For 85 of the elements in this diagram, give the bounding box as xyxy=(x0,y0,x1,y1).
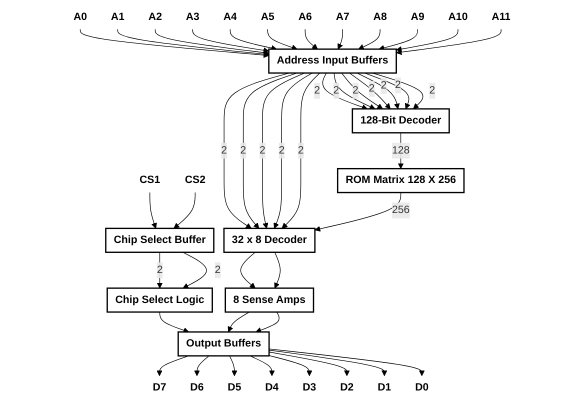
node-text: A6 xyxy=(298,11,312,23)
edge-label: 2 xyxy=(221,144,228,156)
arrow xyxy=(229,356,238,376)
edge-label: 2 xyxy=(298,144,304,156)
edge-label: 2 xyxy=(333,84,340,96)
arrow xyxy=(230,28,277,51)
node-box xyxy=(352,108,450,134)
arrow xyxy=(156,356,189,376)
node-text: A4 xyxy=(223,11,237,23)
arrow xyxy=(358,28,380,50)
node-text: A9 xyxy=(410,11,424,23)
arrow xyxy=(262,72,305,229)
arrow xyxy=(304,28,318,50)
node-text: CS1 xyxy=(140,174,160,186)
node-box xyxy=(224,287,314,313)
node-text: A5 xyxy=(260,11,274,23)
arrow xyxy=(182,252,207,288)
node-text: D2 xyxy=(340,382,354,394)
arrow xyxy=(268,355,312,376)
arrow xyxy=(338,28,343,50)
arrow xyxy=(274,72,313,229)
arrow xyxy=(268,352,350,376)
node-text: A1 xyxy=(110,11,125,23)
node-text: D7 xyxy=(152,382,166,394)
arrow xyxy=(334,72,376,110)
node-text: A7 xyxy=(336,11,350,23)
arrow xyxy=(194,356,210,376)
arrow xyxy=(228,312,250,332)
edge-label: 2 xyxy=(260,144,266,156)
arrow xyxy=(192,28,270,54)
node-text: A3 xyxy=(186,11,200,23)
arrow xyxy=(267,28,298,50)
edge-label: 2 xyxy=(156,264,163,276)
node-box xyxy=(336,168,465,194)
node-text: CS2 xyxy=(184,174,206,186)
arrow xyxy=(398,132,404,169)
arrow xyxy=(154,28,270,56)
edge-label: 2 xyxy=(395,79,401,91)
arrow xyxy=(349,72,391,110)
node-text: D0 xyxy=(415,382,429,394)
edge-label: 2 xyxy=(278,144,285,156)
arrow xyxy=(341,72,383,110)
arrow xyxy=(80,28,270,58)
node-box xyxy=(106,287,213,313)
arrow xyxy=(268,350,388,376)
arrow xyxy=(174,192,196,229)
edge-label: 2 xyxy=(429,84,436,96)
node-text: A8 xyxy=(373,11,387,23)
arrow xyxy=(240,252,256,288)
edge-label: 2 xyxy=(314,84,320,96)
node-box xyxy=(105,228,214,253)
arrow xyxy=(356,72,400,110)
arrow xyxy=(150,192,157,229)
arrow xyxy=(282,72,320,229)
arrow xyxy=(156,252,163,288)
edge-label: 2 xyxy=(380,80,387,92)
arrow xyxy=(256,312,280,333)
arrow xyxy=(396,28,458,52)
arrow xyxy=(159,312,190,334)
node-box xyxy=(268,48,397,74)
node-text: A2 xyxy=(148,11,162,23)
node-text: D3 xyxy=(302,382,316,394)
node-text: A10 xyxy=(448,11,468,23)
edge-label: 2 xyxy=(352,84,358,96)
arrow xyxy=(378,28,418,51)
arrow xyxy=(322,72,368,110)
arrow xyxy=(274,252,281,288)
arrow xyxy=(268,348,425,376)
edge-label: 2 xyxy=(368,82,375,94)
node-text: D1 xyxy=(378,382,392,394)
edge-label: 128 xyxy=(392,144,410,156)
node-text: A11 xyxy=(492,11,511,23)
arrow xyxy=(314,192,402,232)
node-text: D6 xyxy=(190,382,204,394)
node-box xyxy=(178,331,270,357)
arrow xyxy=(250,356,275,376)
node-box xyxy=(223,228,316,253)
node-text: D4 xyxy=(265,382,279,394)
arrow xyxy=(396,28,502,55)
edge-label: 2 xyxy=(214,264,221,276)
node-text: D5 xyxy=(228,382,242,394)
edge-label: 256 xyxy=(392,204,410,216)
node-text: A0 xyxy=(73,11,88,23)
arrow xyxy=(117,28,270,57)
edge-label: 2 xyxy=(240,144,246,156)
